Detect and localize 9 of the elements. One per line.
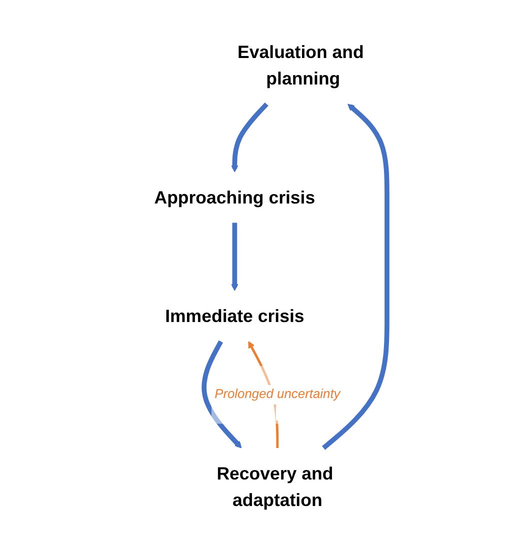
arrow (230, 222, 238, 291)
arrow (201, 340, 242, 448)
node-text: Recovery and adaptation (216, 463, 333, 510)
node-text: Immediate crisis (164, 306, 304, 326)
node-text: Approaching crisis (154, 187, 315, 208)
edge-label: Prolonged uncertainty (214, 387, 340, 402)
arrow (322, 104, 390, 450)
node-text: Evaluation and planning (237, 42, 364, 89)
arrow (230, 102, 268, 172)
